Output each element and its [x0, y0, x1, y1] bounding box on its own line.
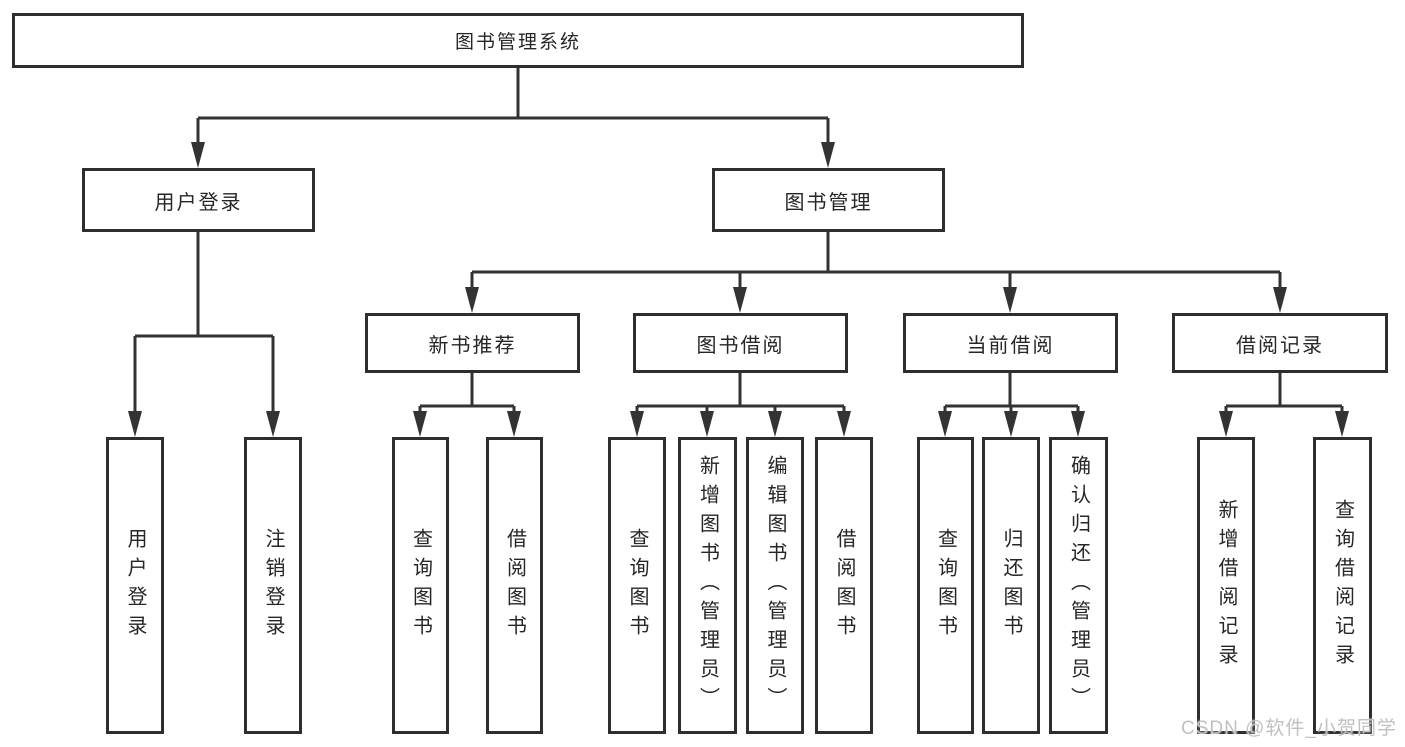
node-new-book-recommend: 新书推荐	[365, 313, 580, 373]
node-label: 注销登录	[262, 527, 284, 644]
watermark: CSDN @软件_小贺同学	[1181, 718, 1397, 739]
node-label: 新增图书（管理员）	[696, 455, 719, 716]
node-book-management: 图书管理	[712, 168, 945, 232]
node-label: 新书推荐	[428, 334, 517, 357]
node-label: 编辑图书（管理员）	[764, 455, 786, 716]
leaf-query-books-recommend: 查询图书	[392, 437, 449, 734]
node-label: 新增借阅记录	[1215, 498, 1237, 673]
node-label: 归还图书	[1000, 527, 1022, 644]
leaf-query-borrow-record: 查询借阅记录	[1313, 437, 1372, 734]
node-label: 用户登录	[124, 527, 146, 644]
leaf-confirm-return-admin: 确认归还（管理员）	[1049, 437, 1108, 734]
node-borrowing-records: 借阅记录	[1172, 313, 1388, 373]
node-user-login: 用户登录	[82, 168, 315, 232]
node-label: 查询图书	[626, 527, 648, 644]
node-label: 用户登录	[154, 191, 243, 214]
node-current-borrowing: 当前借阅	[903, 313, 1118, 373]
node-label: 当前借阅	[966, 334, 1055, 357]
node-library-management-system: 图书管理系统	[12, 13, 1024, 68]
leaf-logout: 注销登录	[244, 437, 302, 734]
node-label: 借阅记录	[1236, 334, 1324, 357]
leaf-query-books-current: 查询图书	[917, 437, 974, 734]
node-label: 查询图书	[934, 527, 957, 644]
node-label: 查询图书	[409, 527, 432, 644]
node-label: 图书管理系统	[454, 32, 581, 53]
node-book-borrowing: 图书借阅	[633, 313, 848, 373]
leaf-add-borrow-record: 新增借阅记录	[1197, 437, 1255, 734]
node-label: 借阅图书	[833, 527, 855, 644]
leaf-borrow-books: 借阅图书	[815, 437, 873, 734]
leaf-add-books-admin: 新增图书（管理员）	[678, 437, 737, 734]
node-label: 图书管理	[784, 191, 873, 214]
node-label: 查询借阅记录	[1331, 498, 1354, 673]
leaf-borrow-books-recommend: 借阅图书	[486, 437, 543, 734]
node-label: 图书借阅	[696, 334, 785, 357]
leaf-edit-books-admin: 编辑图书（管理员）	[746, 437, 804, 734]
node-label: 借阅图书	[503, 527, 526, 644]
leaf-return-books: 归还图书	[982, 437, 1040, 734]
leaf-user-login: 用户登录	[106, 437, 164, 734]
leaf-query-books-borrowing: 查询图书	[608, 437, 666, 734]
node-label: 确认归还（管理员）	[1067, 455, 1090, 716]
